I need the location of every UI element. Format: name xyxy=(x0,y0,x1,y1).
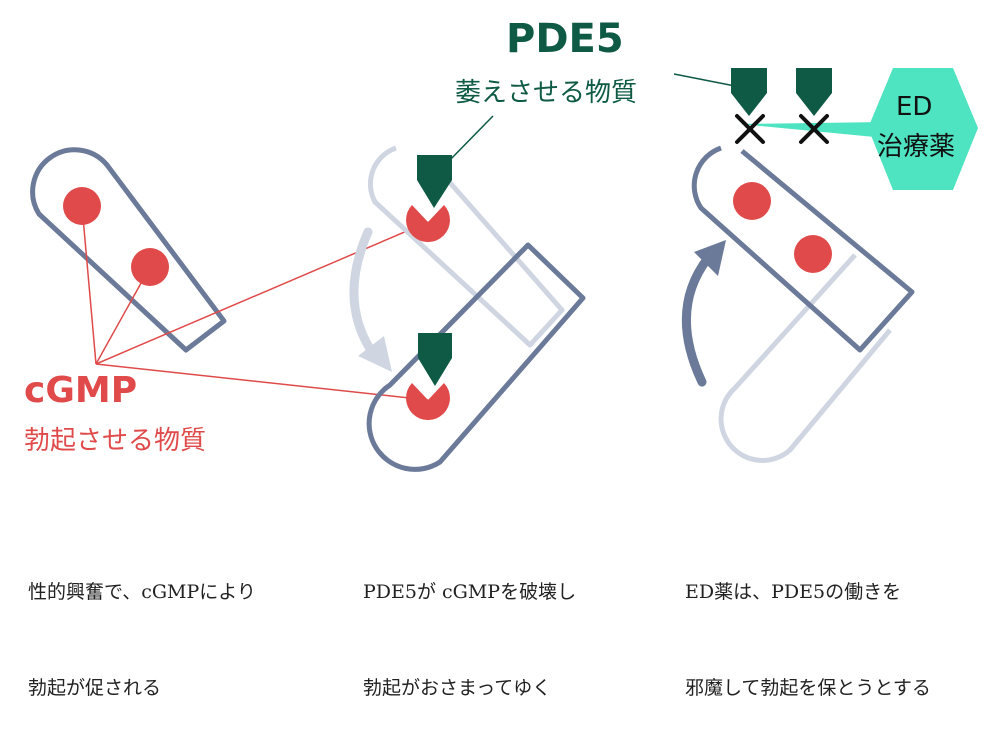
caption-line: 性的興奮で、cGMPにより xyxy=(28,581,256,603)
hexagon-icon xyxy=(868,68,978,190)
ed-mechanism-diagram xyxy=(30,68,978,472)
downward-motion-arrow xyxy=(349,227,377,357)
caption-panel-2: PDE5が cGMPを破壊し 勃起がおさまってゆく xyxy=(363,512,576,736)
cgmp-subtitle: 勃起させる物質 xyxy=(24,426,207,456)
cgmp-title: cGMP xyxy=(24,370,138,411)
caption-line: PDE5が cGMPを破壊し xyxy=(363,581,577,603)
caption-panel-3: ED薬は、PDE5の働きを 邪魔して勃起を保とうとする xyxy=(685,512,931,736)
drug-label-line1: ED xyxy=(896,92,933,122)
pde5-shield-icon xyxy=(796,68,832,116)
caption-line: ED薬は、PDE5の働きを xyxy=(685,581,902,603)
shaft-lowering xyxy=(366,242,586,472)
cgmp-connector-lines xyxy=(81,205,429,401)
caption-panel-1: 性的興奮で、cGMPにより 勃起が促される xyxy=(28,512,256,736)
shaft-erect xyxy=(691,145,915,353)
pde5-pointer-line xyxy=(446,115,494,164)
pde5-pointer-line xyxy=(673,73,736,87)
cross-icon xyxy=(735,114,765,144)
downward-motion-arrowhead xyxy=(358,336,392,372)
pde5-title: PDE5 xyxy=(506,16,624,62)
caption-line: 勃起が促される xyxy=(28,677,162,699)
cross-icon xyxy=(799,114,829,144)
caption-line: 邪魔して勃起を保とうとする xyxy=(685,677,931,699)
panel-2-pde5-destroys xyxy=(349,115,586,472)
pde5-shield-icon xyxy=(417,155,452,208)
cgmp-dot xyxy=(733,182,771,220)
shaft-erect xyxy=(30,147,227,353)
panel-3-ed-drug xyxy=(673,68,978,463)
cgmp-dot-bitten xyxy=(406,383,450,421)
caption-line: 勃起がおさまってゆく xyxy=(363,677,552,699)
cgmp-dot-bitten xyxy=(406,205,451,243)
shaft-faded xyxy=(367,145,565,348)
drug-label-line2: 治療薬 xyxy=(877,132,956,162)
upward-motion-arrow xyxy=(682,253,713,387)
panel-1-erection xyxy=(30,147,429,401)
upward-motion-arrowhead xyxy=(694,240,726,276)
pde5-subtitle: 萎えさせる物質 xyxy=(455,78,638,108)
cgmp-dot xyxy=(794,235,832,273)
pde5-shield-icon xyxy=(731,68,767,116)
pde5-shield-icon xyxy=(418,333,452,386)
shaft-faded xyxy=(718,253,892,463)
